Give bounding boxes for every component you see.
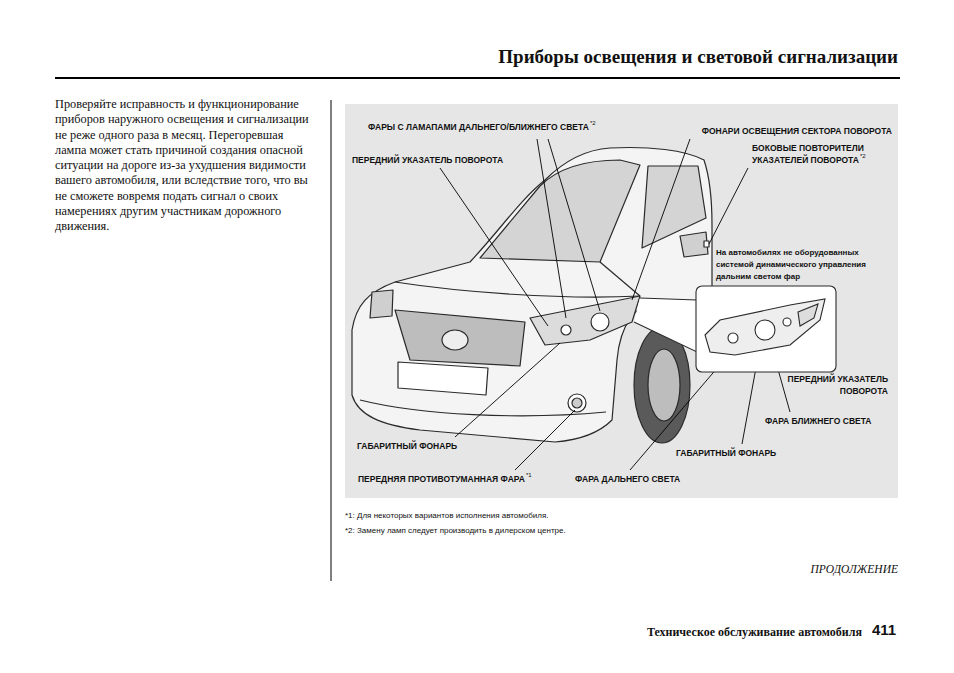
page-number: 411 — [872, 621, 896, 638]
part-label: ПЕРЕДНИЙ УКАЗАТЕЛЬ ПОВОРОТА — [352, 154, 503, 166]
part-label: ГАБАРИТНЫЙ ФОНАРЬ — [357, 440, 457, 452]
figure-panel — [345, 104, 898, 498]
part-label: ФАРА ДАЛЬНЕГО СВЕТА — [575, 473, 680, 485]
footnote-mark: *2 — [860, 153, 866, 160]
page-title: Приборы освещения и световой сигнализаци… — [498, 46, 898, 68]
part-label: ФОНАРИ ОСВЕЩЕНИЯ СЕКТОРА ПОВОРОТА — [702, 125, 892, 137]
part-label: ГАБАРИТНЫЙ ФОНАРЬ — [676, 447, 776, 459]
footnote: *1: Для некоторых вариантов исполнения а… — [345, 511, 549, 521]
part-label: ФАРЫ С ЛАМАПАМИ ДАЛЬНЕГО/БЛИЖНЕГО СВЕТА — [368, 121, 589, 133]
footnote: *2: Замену ламп следует производить в ди… — [345, 526, 566, 536]
part-label: ФАРА БЛИЖНЕГО СВЕТА — [765, 415, 872, 427]
body-paragraph: Проверяйте исправность и функционировани… — [55, 97, 313, 235]
footnote-mark: *2 — [590, 120, 596, 127]
title-rule — [55, 77, 900, 79]
part-label: ПЕРЕДНЯЯ ПРОТИВОТУМАННАЯ ФАРА — [358, 473, 525, 485]
section-name: Техническое обслуживание автомобиля — [647, 625, 862, 640]
column-rule — [331, 100, 332, 581]
footnote-mark: *1 — [526, 472, 532, 479]
continued-note: ПРОДОЛЖЕНИЕ — [810, 563, 898, 575]
part-label: ПЕРЕДНИЙ УКАЗАТЕЛЬ ПОВОРОТА — [772, 373, 888, 397]
zoom-inset — [634, 286, 836, 372]
inset-note: На автомобилях не оборудованных системой… — [716, 247, 896, 283]
car-illustration — [352, 148, 712, 444]
